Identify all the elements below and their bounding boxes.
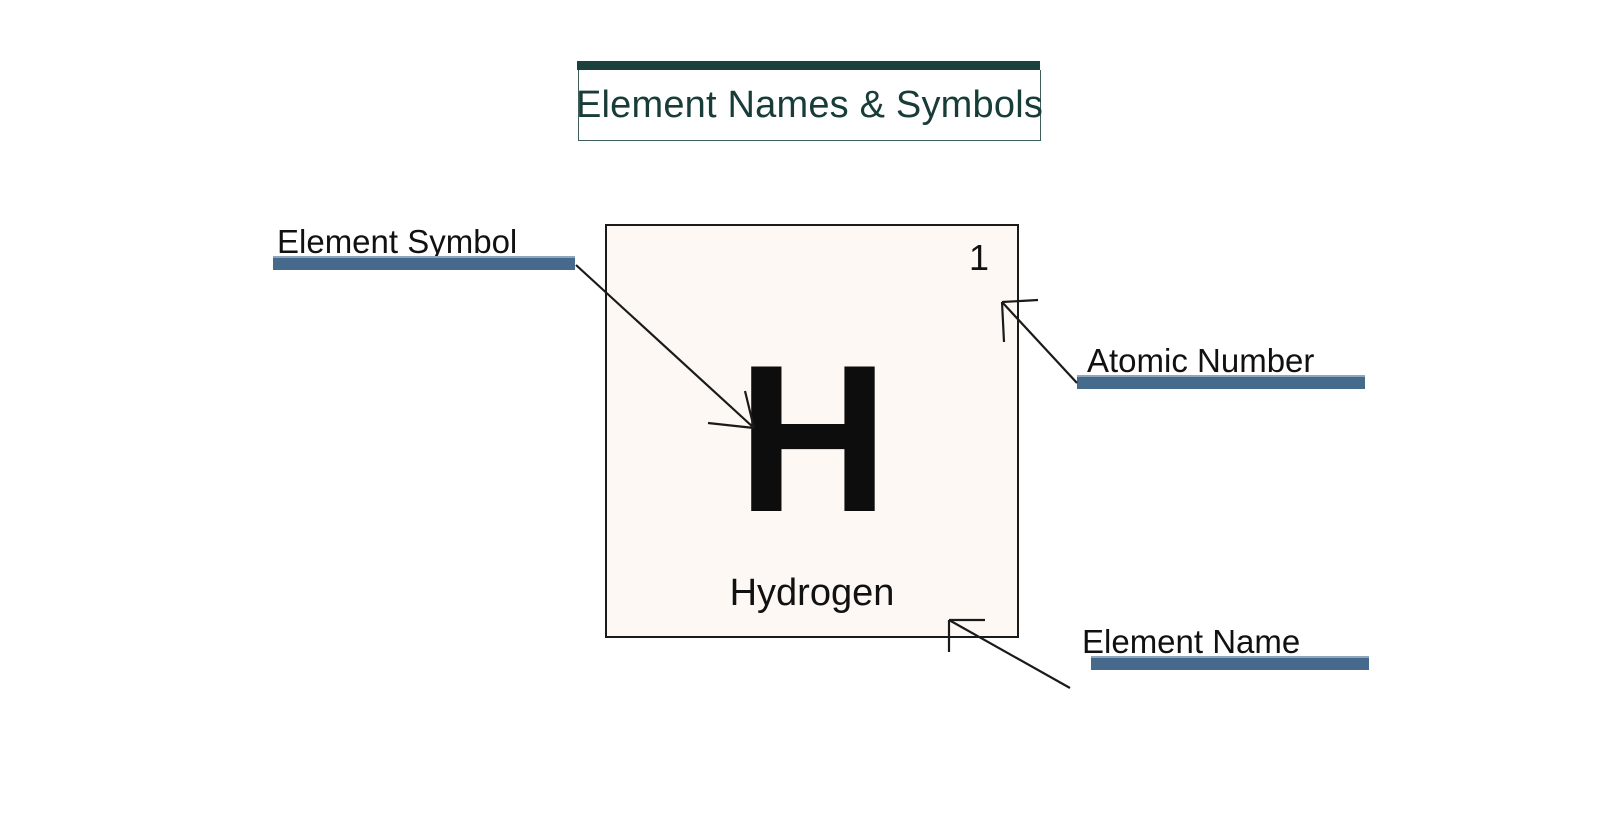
callout-element-symbol: Element Symbol [273, 210, 575, 270]
page-title: Element Names & Symbols [575, 83, 1044, 126]
element-cell: 1 H Hydrogen [605, 224, 1019, 638]
callout-element-symbol-label: Element Symbol [277, 222, 518, 260]
title-block: Element Names & Symbols [575, 61, 1044, 145]
callout-atomic-number: Atomic Number [1077, 330, 1365, 389]
callout-element-name-label: Element Name [1082, 622, 1301, 660]
title-accent-bar [577, 61, 1040, 70]
callout-element-symbol-bar [273, 256, 575, 270]
element-name-value: Hydrogen [729, 572, 895, 614]
callout-element-name-bar [1091, 656, 1369, 670]
element-symbol-value: H [737, 321, 889, 556]
callout-atomic-number-label: Atomic Number [1087, 341, 1315, 379]
title-box: Element Names & Symbols [575, 70, 1044, 141]
callout-element-name: Element Name [1066, 611, 1369, 670]
callout-atomic-number-bar [1077, 375, 1365, 389]
atomic-number-value: 1 [968, 237, 989, 278]
